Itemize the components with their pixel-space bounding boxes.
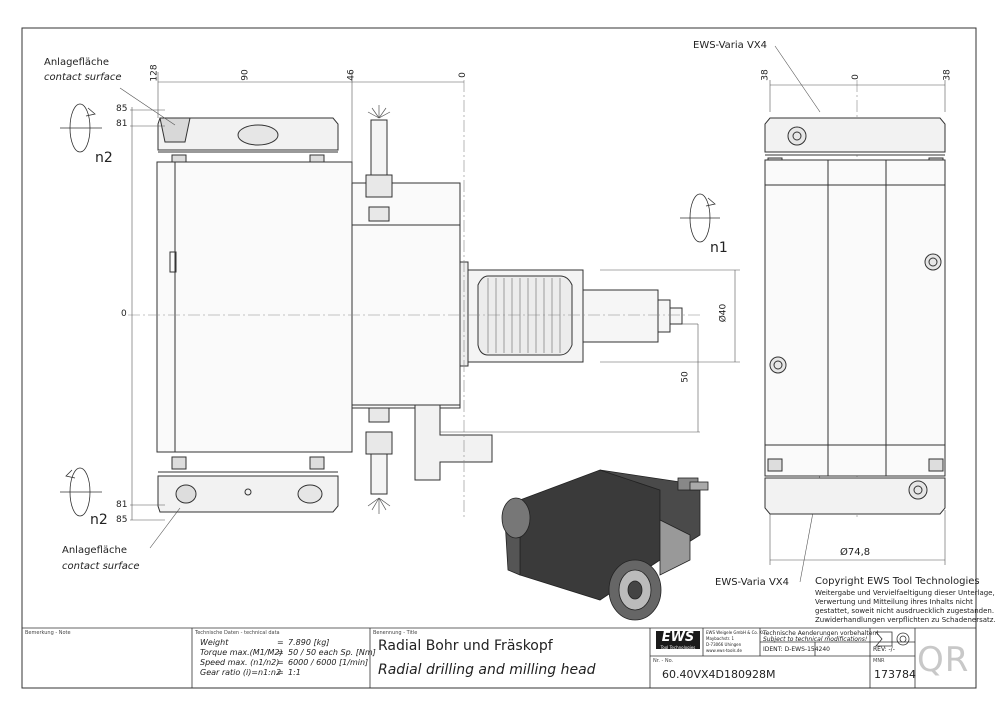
company-line-3: D-73066 Uhingen xyxy=(706,642,742,647)
n2-top-label: n2 xyxy=(95,150,113,166)
mnr-number: 173784 xyxy=(874,668,916,681)
dim-0-left: 0 xyxy=(121,309,127,319)
copyright-line-2: Weitergabe und Vervielfaeltigung dieser … xyxy=(815,589,995,597)
dim-46: 46 xyxy=(346,69,357,81)
company-line-4: www.ews-tools.de xyxy=(706,648,742,653)
mnr-label: MNR xyxy=(873,658,885,664)
note-label: Bemerkung - Note xyxy=(25,630,71,636)
side-view xyxy=(764,117,946,515)
number-label: Nr. - No. xyxy=(653,658,674,664)
ews-logo-subtitle: Tool Technologies xyxy=(660,645,696,650)
torque-label: Torque max.(M1/M2) xyxy=(200,648,283,657)
dim-90: 90 xyxy=(240,69,251,81)
weight-eq: = xyxy=(277,638,284,647)
title-field-label: Benennung - Title xyxy=(373,630,418,636)
dim-85-top: 85 xyxy=(116,104,128,114)
ews-varia-label-bottom: EWS-Varia VX4 xyxy=(715,577,790,588)
gear-ratio-value: 1:1 xyxy=(288,668,301,677)
part-number: 60.40VX4D180928M xyxy=(662,668,776,681)
company-line-1: EWS Weigele GmbH & Co. KG xyxy=(706,630,766,635)
change-notice-de: Technische Aenderungen vorbehalten! xyxy=(763,630,879,637)
front-view xyxy=(156,105,683,514)
n2-bottom-label: n2 xyxy=(90,512,108,528)
n1-label: n1 xyxy=(710,240,728,256)
dim-38-right: 38 xyxy=(942,69,953,81)
contact-surface-label-top-de: Anlagefläche xyxy=(44,57,109,68)
speed-value: 6000 / 6000 [1/min] xyxy=(288,658,369,667)
weight-label: Weight xyxy=(200,638,229,647)
speed-eq: = xyxy=(277,658,284,667)
copyright-line-5: Zuwiderhandlungen verpflichten zu Schade… xyxy=(815,616,996,624)
dim-81-bottom: 81 xyxy=(116,500,128,510)
dim-0-top: 0 xyxy=(457,72,468,78)
company-line-2: Maybachstr. 1 xyxy=(706,636,735,641)
contact-surface-label-top-en: contact surface xyxy=(44,72,122,83)
dim-85-bottom: 85 xyxy=(116,515,128,525)
weight-value: 7.890 [kg] xyxy=(288,638,330,647)
ews-logo: EWS xyxy=(656,631,700,649)
tech-data-label: Technische Daten - technical data xyxy=(195,630,280,636)
dim-81-top: 81 xyxy=(116,119,128,129)
dim-128: 128 xyxy=(149,64,160,82)
drawing-frame xyxy=(21,27,977,689)
contact-surface-label-bottom-de: Anlagefläche xyxy=(62,545,127,556)
gear-ratio-label: Gear ratio (i)=n1:n2 xyxy=(200,668,282,677)
product-3d-view xyxy=(501,469,709,621)
dim-50: 50 xyxy=(680,371,691,383)
ews-varia-label-top: EWS-Varia VX4 xyxy=(693,40,768,51)
copyright-line-4: gestattet, soweit nicht ausdruecklich zu… xyxy=(815,607,995,615)
contact-surface-label-bottom-en: contact surface xyxy=(62,561,140,572)
torque-value: 50 / 50 each Sp. [Nm] xyxy=(288,648,376,657)
dim-0-right: 0 xyxy=(850,74,861,80)
title-english: Radial drilling and milling head xyxy=(378,662,596,678)
dimension-lines xyxy=(119,45,946,583)
copyright-line-3: Verwertung und Mitteilung ihres Inhalts … xyxy=(815,598,973,606)
dim-38-left: 38 xyxy=(760,69,771,81)
gear-ratio-eq: = xyxy=(277,668,284,677)
title-block-grid xyxy=(22,627,976,688)
dim-diameter-40: Ø40 xyxy=(718,303,729,323)
change-notice-en: Subject to technical modifications! xyxy=(763,636,868,643)
copyright-title: Copyright EWS Tool Technologies xyxy=(815,576,980,587)
speed-label: Speed max. (n1/n2) xyxy=(200,658,280,667)
qr-code-placeholder: QR xyxy=(917,640,970,680)
ident-number: IDENT: D-EWS-154240 xyxy=(763,646,830,653)
dim-diameter-74-8: Ø74,8 xyxy=(840,547,871,558)
rotation-symbols xyxy=(60,103,720,517)
torque-eq: = xyxy=(277,648,284,657)
revision: REV: -/- xyxy=(873,646,895,653)
title-german: Radial Bohr und Fräskopf xyxy=(378,638,553,654)
